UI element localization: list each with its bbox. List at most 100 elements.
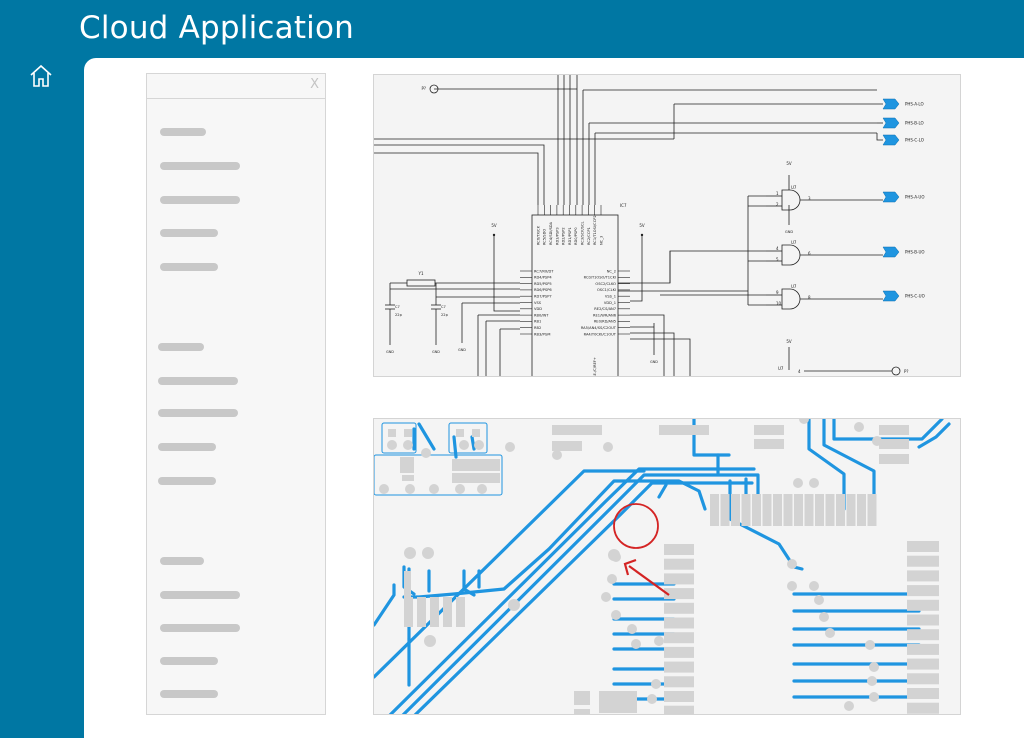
- capacitor-label: C7: [441, 305, 446, 309]
- pcb-pad: [443, 597, 452, 627]
- pcb-pad: [773, 494, 782, 526]
- pcb-via: [379, 484, 389, 494]
- pcb-trace: [917, 422, 951, 449]
- pcb-via: [424, 635, 436, 647]
- pcb-via: [404, 547, 416, 559]
- schematic-wire: [630, 338, 691, 376]
- pcb-pad: [552, 441, 582, 451]
- pcb-pad: [879, 425, 909, 435]
- ic-pin-label: RE1/WR/AN6: [593, 313, 617, 317]
- output-label: PHS-A-LO: [905, 102, 924, 107]
- pcb-pad: [907, 643, 939, 655]
- pcb-pad: [815, 494, 824, 526]
- pcb-via: [505, 442, 515, 452]
- pcb-via: [867, 676, 877, 686]
- crystal: [406, 279, 436, 287]
- port-label: P?: [904, 369, 909, 374]
- pcb-pad: [867, 494, 877, 526]
- pcb-pad: [907, 658, 939, 670]
- gate-label: U7: [791, 185, 797, 190]
- and-gate: [781, 244, 801, 266]
- panel-placeholder-line: [158, 477, 216, 485]
- pcb-pad: [762, 494, 772, 526]
- ic-pin-label: RC6/TX/CK: [536, 225, 540, 245]
- pcb-pad: [857, 494, 866, 526]
- pcb-pad: [456, 597, 465, 627]
- pcb-pad: [741, 494, 751, 526]
- ic-pin-label: RC3/SCK/SCL: [581, 222, 585, 245]
- gate-pin: 8: [808, 295, 811, 300]
- ground-label: GND: [432, 350, 440, 354]
- panel-close-button[interactable]: X: [310, 77, 319, 92]
- output-port: [882, 98, 900, 110]
- pcb-pad: [664, 705, 694, 714]
- port-symbol: [429, 84, 439, 94]
- pcb-via: [799, 419, 809, 424]
- pcb-outline: [448, 422, 488, 454]
- ic-pin-label: VDD: [534, 307, 542, 311]
- pcb-via: [459, 440, 469, 450]
- pcb-via: [872, 436, 882, 446]
- pcb-pad: [664, 632, 694, 644]
- pcb-via: [421, 448, 431, 458]
- output-port: [882, 134, 900, 146]
- pcb-pad: [907, 541, 939, 552]
- pcb-pad: [783, 494, 793, 526]
- pcb-view[interactable]: [373, 418, 961, 715]
- crystal-label: Y1: [418, 271, 424, 276]
- output-port: [882, 117, 900, 129]
- gate-pin: 2: [776, 202, 779, 207]
- schematic-wire: [630, 314, 665, 376]
- ic-pin-label: RD2/PSP2: [562, 227, 566, 245]
- gate-pin: 10: [776, 301, 782, 306]
- pcb-trace: [728, 479, 804, 571]
- ic-pin-label: RD6/PSP6: [534, 288, 552, 292]
- ic-pin-label: RC4/SDI/SDA: [549, 221, 553, 245]
- pcb-trace: [807, 419, 846, 511]
- capacitor-value: 22p: [441, 313, 449, 317]
- panel-placeholder-line: [160, 162, 240, 170]
- ic-pin-label: VSS: [534, 301, 542, 305]
- pcb-pad: [404, 571, 411, 585]
- pcb-pad: [404, 585, 411, 597]
- pcb-outline: [374, 454, 503, 496]
- gate-pin: 3: [808, 196, 811, 201]
- pcb-trace: [470, 435, 476, 451]
- pcb-via: [601, 592, 611, 602]
- home-icon: [30, 64, 52, 87]
- pcb-via: [422, 547, 434, 559]
- home-button[interactable]: [27, 62, 55, 90]
- pcb-pad: [402, 475, 414, 481]
- gate-pin: 6: [808, 251, 811, 256]
- ic-pin-label: RD1/PSP1: [568, 227, 572, 245]
- gate-pin: 5: [776, 257, 779, 262]
- pcb-pad: [731, 494, 740, 526]
- pcb-pad: [794, 494, 803, 526]
- pcb-trace: [452, 435, 458, 459]
- and-gate: [781, 189, 801, 211]
- side-panel: X: [146, 73, 326, 715]
- supply-label: 5V: [491, 223, 497, 228]
- pcb-pad: [664, 661, 694, 673]
- pcb-trace: [374, 583, 396, 627]
- pcb-via: [608, 549, 620, 561]
- schematic-diagram: IC7RC7/RX/DTRD4/PSP4RD5/PSP5RD6/PSP6RD7/…: [374, 75, 925, 376]
- pcb-via: [809, 581, 819, 591]
- pcb-via: [844, 701, 854, 711]
- pcb-via: [787, 581, 797, 591]
- ic-pin-label: RD4/PSP4: [534, 276, 552, 280]
- output-port: [882, 191, 900, 203]
- panel-placeholder-line: [158, 343, 204, 351]
- panel-placeholder-line: [160, 128, 206, 136]
- ic-body: [531, 214, 619, 376]
- output-port: [882, 290, 900, 302]
- schematic-wire: [618, 250, 766, 284]
- ic-pin-label: RB2: [534, 326, 541, 330]
- pcb-via: [552, 450, 562, 460]
- panel-placeholder-line: [160, 657, 218, 665]
- capacitor-label: C7: [395, 305, 400, 309]
- pcb-pad: [825, 494, 835, 526]
- ic-pin-label: RA4/T0CKI/C1OUT: [584, 332, 617, 336]
- pcb-pad: [664, 602, 694, 614]
